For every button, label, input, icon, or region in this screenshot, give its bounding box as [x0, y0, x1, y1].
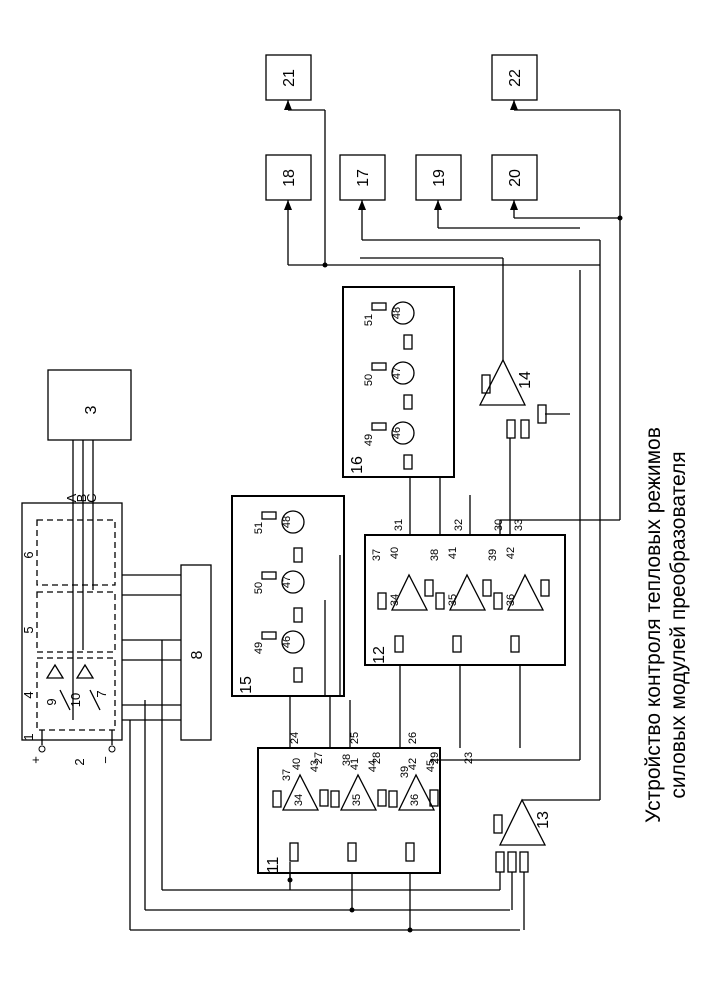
node-38-b: 38: [429, 549, 441, 561]
node-45: 45: [425, 760, 437, 772]
label-block-18: 18: [281, 169, 298, 187]
label-element-9: 9: [44, 698, 59, 705]
node-40-a: 40: [291, 758, 303, 770]
node-41-b: 41: [447, 547, 459, 559]
label-block-1: 1: [21, 733, 36, 740]
node-43: 43: [309, 760, 321, 772]
label-element-10: 10: [68, 693, 83, 707]
node-51-a: 51: [253, 522, 265, 534]
module-5-frame: [37, 592, 115, 652]
label-block-5: 5: [21, 626, 36, 633]
node-50-b: 50: [363, 374, 375, 386]
label-block-12: 12: [371, 646, 388, 664]
label-block-2: 2: [72, 758, 87, 765]
node-47-a: 47: [281, 576, 293, 588]
node-25: 25: [349, 732, 361, 744]
label-block-11: 11: [265, 857, 282, 874]
node-51-b: 51: [363, 314, 375, 326]
terminal-minus: −: [98, 756, 113, 764]
node-46-b: 46: [391, 427, 403, 439]
label-block-20: 20: [507, 169, 524, 187]
label-block-3: 3: [83, 405, 100, 414]
node-40-b: 40: [389, 547, 401, 559]
label-block-21: 21: [281, 69, 298, 87]
node-44: 44: [367, 760, 379, 772]
label-element-7: 7: [94, 690, 109, 697]
node-30: 30: [493, 519, 505, 531]
node-39-b: 39: [487, 549, 499, 561]
label-block-13: 13: [535, 811, 552, 829]
node-50-a: 50: [253, 582, 265, 594]
node-26: 26: [407, 732, 419, 744]
node-49-a: 49: [253, 642, 265, 654]
label-block-4: 4: [21, 691, 36, 698]
label-block-14: 14: [517, 371, 534, 389]
node-49-b: 49: [363, 434, 375, 446]
terminal-phase-c: C: [84, 493, 99, 502]
node-37-b: 37: [371, 549, 383, 561]
node-33: 33: [513, 519, 525, 531]
label-block-22: 22: [507, 69, 524, 87]
terminal-plus: +: [28, 756, 43, 764]
node-41-a: 41: [349, 758, 361, 770]
node-34-b: 34: [389, 594, 401, 606]
node-35-b: 35: [447, 594, 459, 606]
label-block-17: 17: [355, 169, 372, 187]
module-6-frame: [37, 520, 115, 585]
node-42-a: 42: [407, 758, 419, 770]
node-46-a: 46: [281, 636, 293, 648]
label-block-15: 15: [238, 676, 255, 694]
block-3-frame: [48, 370, 131, 440]
node-48-a: 48: [281, 516, 293, 528]
node-35-a: 35: [351, 794, 363, 806]
label-block-16: 16: [349, 456, 366, 474]
node-36-b: 36: [505, 594, 517, 606]
diagram-title-line-1: Устройство контроля тепловых режимов: [642, 427, 665, 823]
label-block-19: 19: [431, 169, 448, 187]
node-36-a: 36: [409, 794, 421, 806]
label-block-6: 6: [21, 551, 36, 558]
node-23: 23: [463, 752, 475, 764]
diagram-title-line-2: силовых модулей преобразователя: [667, 451, 690, 798]
node-32: 32: [453, 519, 465, 531]
node-48-b: 48: [391, 307, 403, 319]
node-31: 31: [393, 519, 405, 531]
label-block-8: 8: [189, 650, 206, 659]
node-34-a: 34: [293, 794, 305, 806]
node-47-b: 47: [391, 367, 403, 379]
node-24: 24: [289, 732, 301, 744]
node-42-b: 42: [505, 547, 517, 559]
